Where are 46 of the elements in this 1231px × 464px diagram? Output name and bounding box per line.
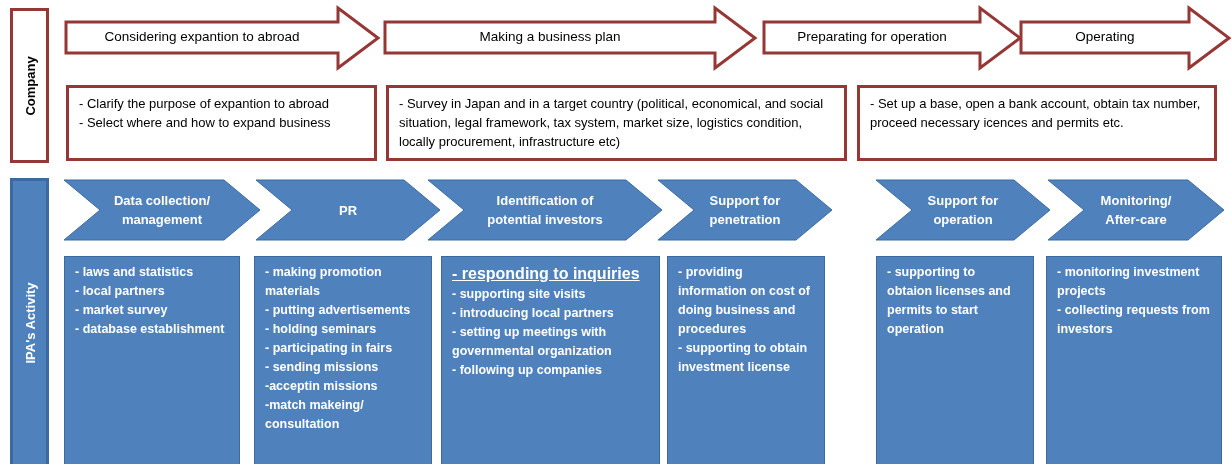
description-text: - Survey in Japan and in a target country (political, economical, and social situation, legal framework, tax system, market size, logistics condition, locally procurement, infrastructure etc) <box>399 95 825 151</box>
bullet-item: - setting up meetings with governmental organization <box>452 324 613 360</box>
bullet-item: - putting advertisements <box>265 302 412 319</box>
description-text: - Clarify the purpose of expantion to abroad <box>79 95 331 113</box>
bullet-item: -match makeing/ consultation <box>265 397 365 433</box>
activity-label: Identification of potential investors <box>486 192 604 229</box>
activity-box <box>64 256 240 464</box>
bullet-item: - local partners <box>75 283 166 300</box>
description-text: - Set up a base, open a bank account, obtain tax number, proceed necessary icences and permits etc. <box>870 95 1202 132</box>
bullet-item: - market survey <box>75 302 169 319</box>
bullet-item: - making promotion materials <box>265 264 383 300</box>
bullet-item: - introducing local partners <box>452 305 615 322</box>
stage-label: Considering expantion to abroad <box>103 29 301 44</box>
bullet-item: - laws and statistics <box>75 264 195 281</box>
activity-box <box>441 256 660 464</box>
description-text: - Select where and how to expand business <box>79 114 332 132</box>
text-box <box>386 85 847 161</box>
bullet-item: - responding to inquiries <box>452 264 641 284</box>
bullet-item: - database establishment <box>75 321 226 338</box>
stage-label: Preparating for operation <box>796 29 948 44</box>
stage-label: Making a business plan <box>478 29 622 44</box>
bullet-item: - monitoring investment projects <box>1057 264 1201 300</box>
bullet-item: - sending missions <box>265 359 380 376</box>
bullet-item: -acceptin missions <box>265 378 379 395</box>
activity-box <box>254 256 432 464</box>
bullet-item: - supporting to obtaion licenses and permits to start operation <box>887 264 1012 338</box>
activity-box <box>1046 256 1222 464</box>
activity-label: Support for penetration <box>708 192 782 229</box>
bullet-item: - supporting to obtain investment license <box>678 340 809 376</box>
activity-label: PR <box>337 201 359 220</box>
text-box <box>857 85 1217 161</box>
bullet-item: - collecting requests from investors <box>1057 302 1211 338</box>
activity-label: Monitoring/ After-care <box>1099 192 1173 229</box>
activity-box <box>667 256 825 464</box>
bullet-item: - supporting site visits <box>452 286 587 303</box>
bullet-item: - providing information on cost of doing business and procedures <box>678 264 811 338</box>
bullet-item: - holding seminars <box>265 321 378 338</box>
activity-label: Support for operation <box>926 192 1000 229</box>
bullet-item: - following up companies <box>452 362 603 379</box>
text-box <box>66 85 377 161</box>
row-header: IPA's Activity <box>10 178 49 464</box>
stage-label: Operating <box>1074 29 1136 44</box>
activity-box <box>876 256 1034 464</box>
bullet-item: - participating in fairs <box>265 340 394 357</box>
activity-label: Data collection/ management <box>112 192 212 229</box>
row-header: Company <box>10 8 49 163</box>
